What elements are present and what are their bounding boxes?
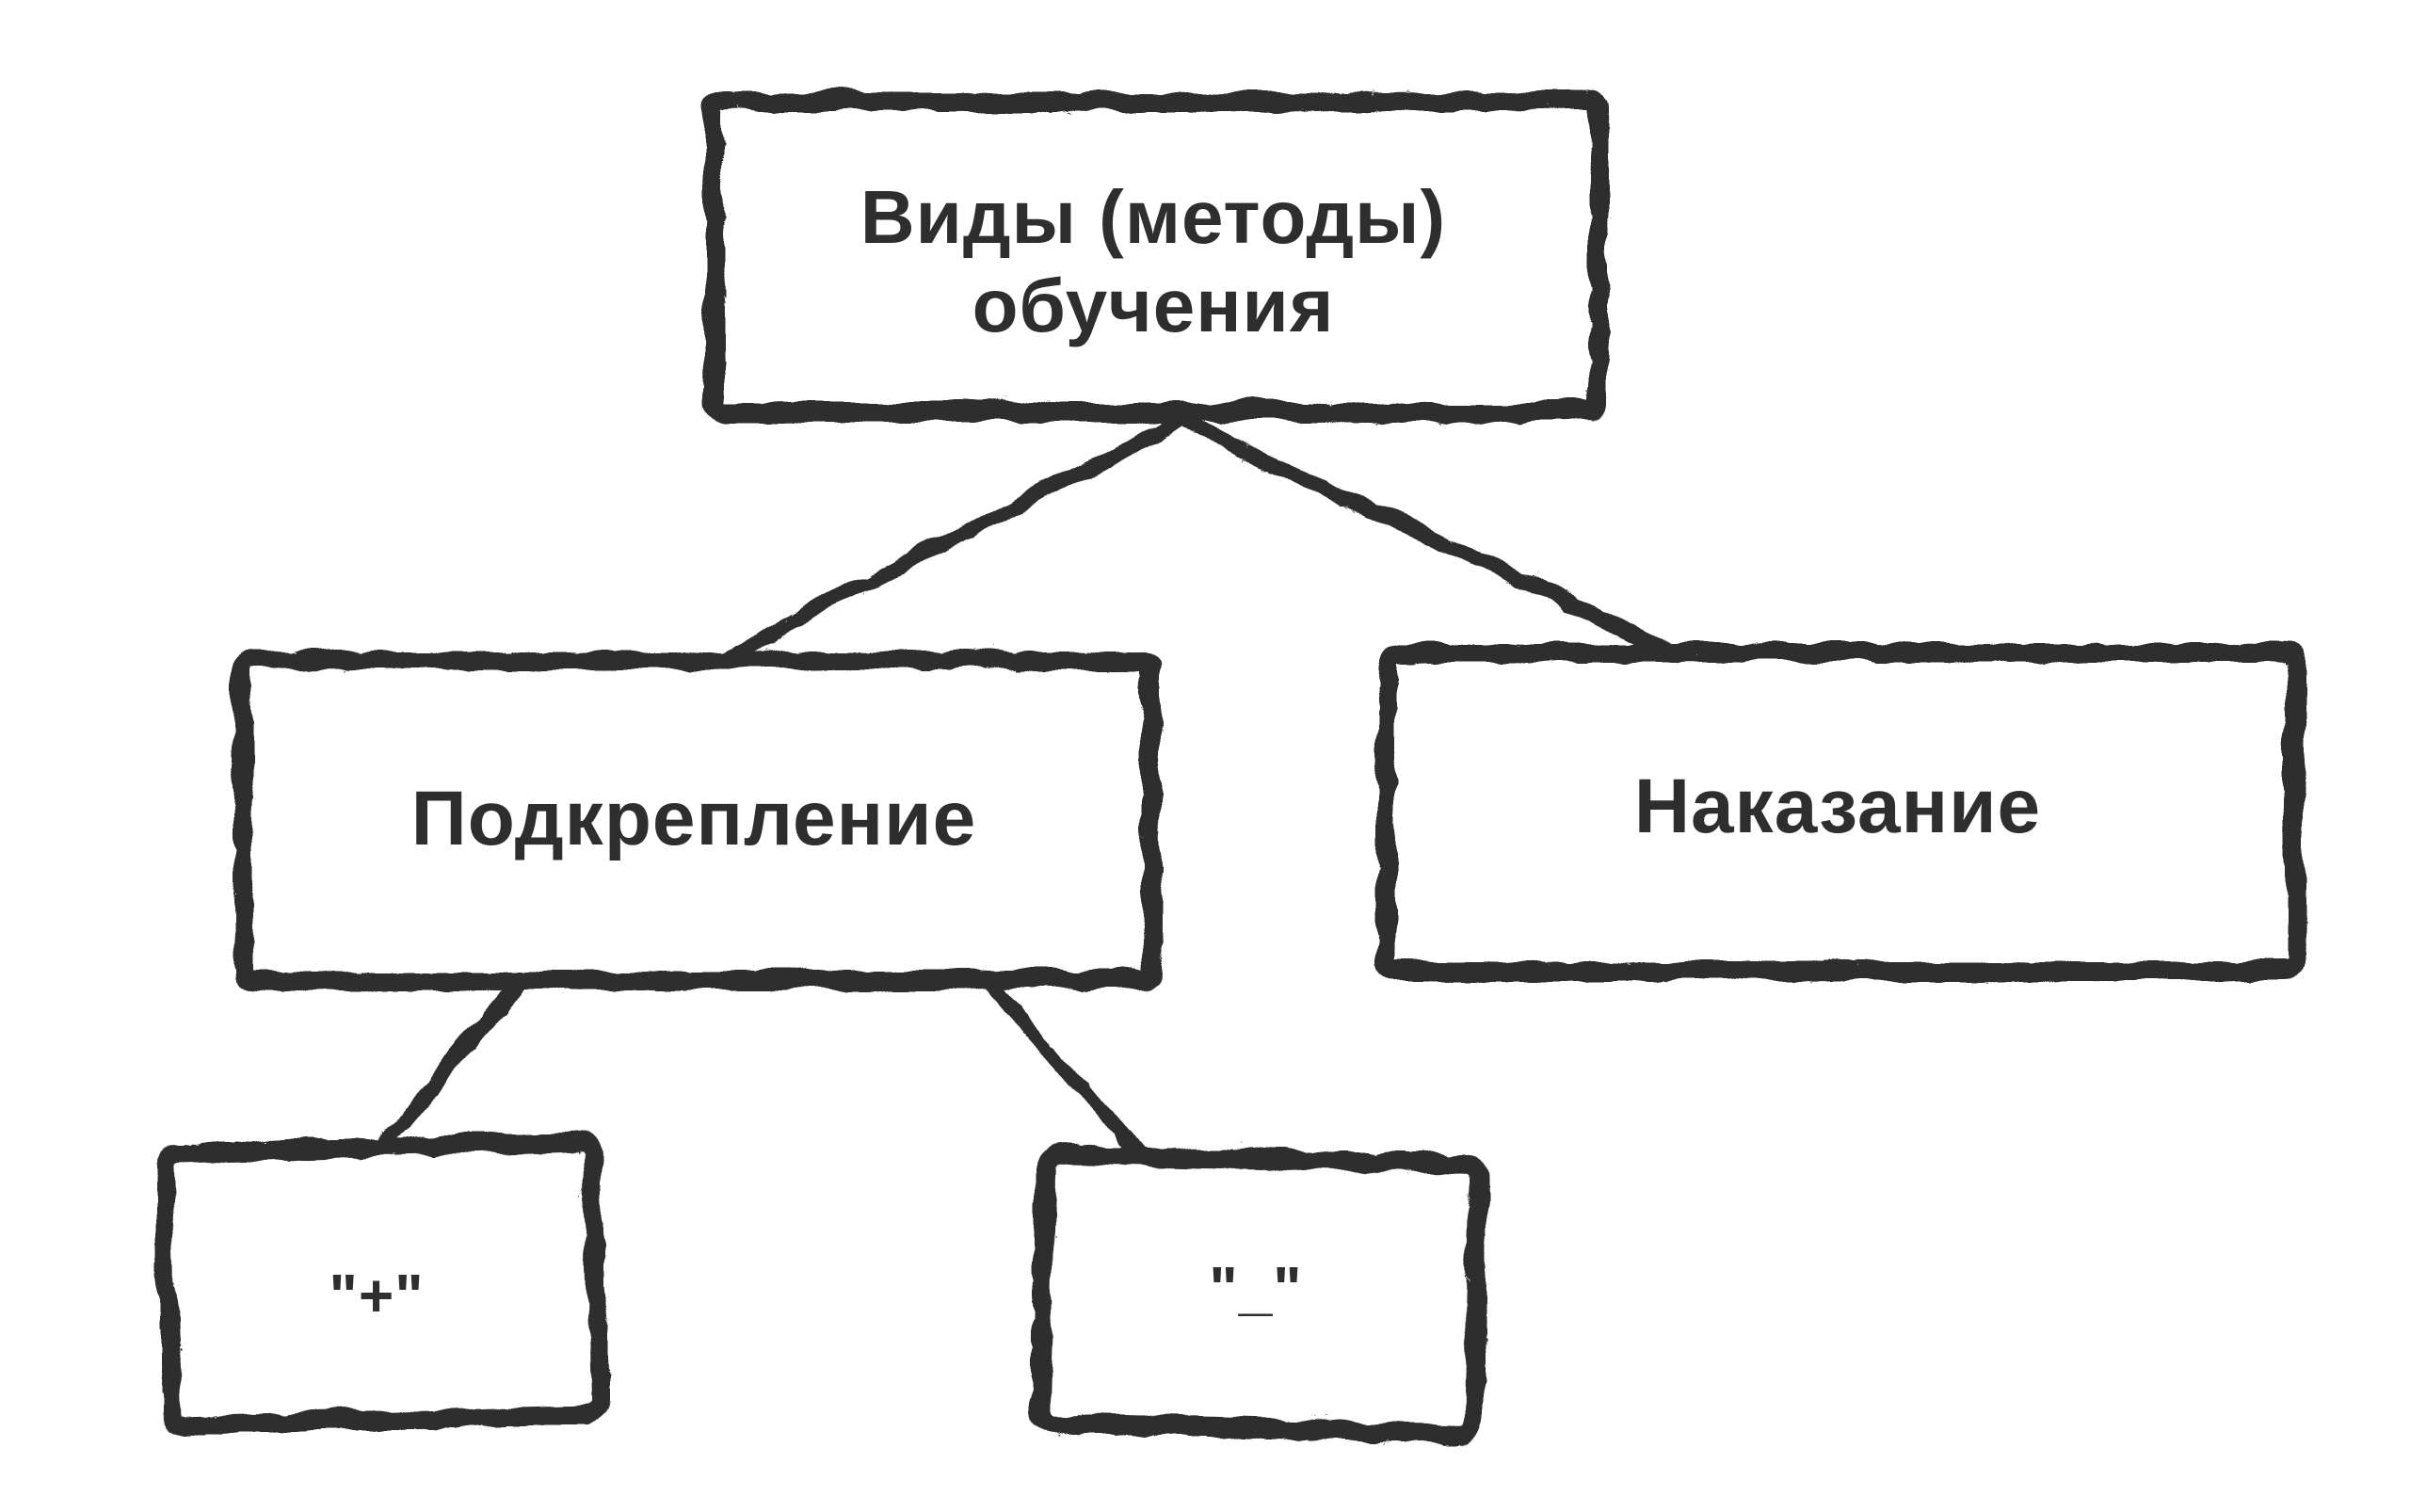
node-negative-label: "_" — [1209, 1254, 1302, 1322]
node-reinforcement-label: Подкрепление — [411, 776, 976, 861]
node-root-label-line1: Виды (методы) — [860, 175, 1446, 259]
edge-reinforcement-positive — [365, 966, 528, 1158]
node-root-box — [701, 89, 1605, 419]
node-positive-box — [152, 1129, 606, 1432]
edge-root-reinforcement — [699, 409, 1187, 670]
node-reinforcement-box — [231, 648, 1158, 987]
node-positive-label: "+" — [329, 1262, 424, 1329]
node-negative-box — [1027, 1141, 1486, 1441]
node-punishment-box — [1374, 640, 2302, 977]
edge-reinforcement-negative — [974, 966, 1156, 1173]
node-punishment-label: Наказание — [1634, 764, 2041, 849]
node-root-label-line2: обучения — [972, 264, 1335, 347]
edge-root-punishment — [1172, 409, 1693, 665]
